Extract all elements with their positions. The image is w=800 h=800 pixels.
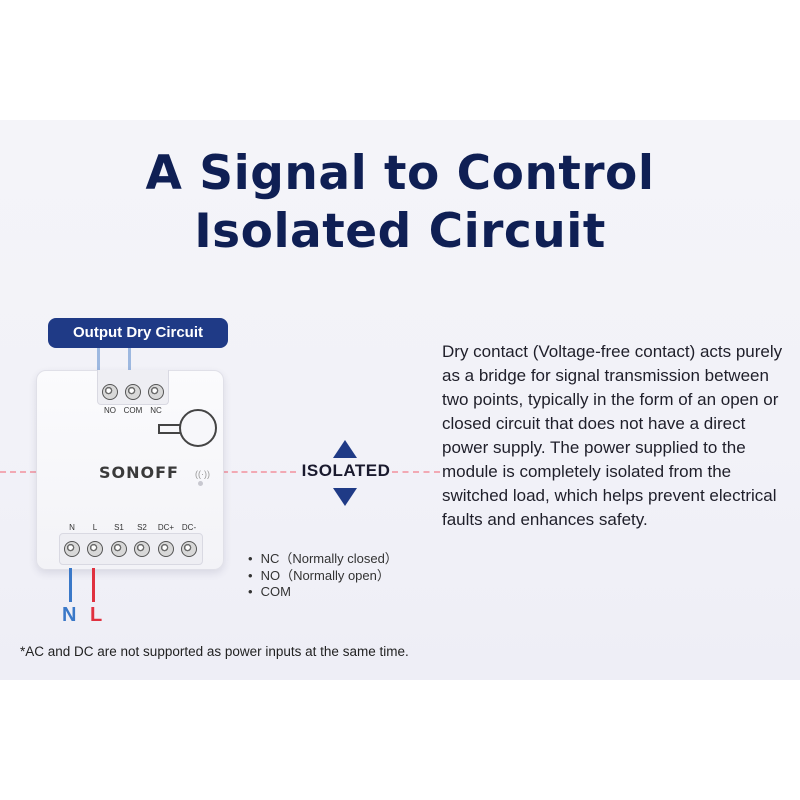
neutral-wire — [69, 568, 72, 602]
terminal-screw-icon — [181, 541, 197, 557]
terminal-screw-icon — [102, 384, 118, 400]
terminal-screw-icon — [134, 541, 150, 557]
brand-logo: SONOFF — [99, 463, 179, 482]
terminal-label-l: L — [92, 523, 98, 532]
terminal-screw-icon — [148, 384, 164, 400]
terminal-screw-icon — [125, 384, 141, 400]
terminal-screw-icon — [87, 541, 103, 557]
terminal-label-dc-minus: DC- — [181, 523, 197, 532]
arrow-up-icon — [333, 440, 357, 458]
arrow-down-icon — [333, 488, 357, 506]
terminal-label-no: NO — [104, 406, 116, 415]
terminal-screw-icon — [111, 541, 127, 557]
terminal-label-dc-plus: DC+ — [157, 523, 175, 532]
wifi-icon: ((·)) — [195, 469, 210, 479]
terminal-label-n: N — [69, 523, 75, 532]
description-text: Dry contact (Voltage-free contact) acts … — [442, 342, 783, 529]
terminal-label-com: COM — [123, 406, 143, 415]
nc-contact-loop-icon — [179, 409, 217, 447]
isolation-dashed-line — [0, 471, 36, 473]
page-title-line-1: A Signal to Control — [145, 146, 655, 201]
legend-item-nc: NC（Normally closed） — [248, 551, 398, 568]
isolated-label: ISOLATED — [301, 461, 391, 480]
terminal-screw-icon — [158, 541, 174, 557]
neutral-label: N — [62, 604, 77, 626]
terminal-label-nc: NC — [150, 406, 162, 415]
legend-item-com: COM — [248, 584, 398, 601]
isolation-dashed-line — [222, 471, 296, 473]
live-label: L — [90, 604, 103, 626]
nc-contact-stem — [158, 424, 183, 434]
legend-item-no: NO（Normally open） — [248, 568, 398, 585]
status-led-icon — [198, 481, 203, 486]
live-wire — [92, 568, 95, 602]
top-terminal-block — [97, 370, 169, 405]
output-wire-no — [97, 348, 100, 372]
footnote: *AC and DC are not supported as power in… — [20, 644, 409, 659]
page-title-line-2: Isolated Circuit — [194, 204, 606, 259]
terminal-label-s2: S2 — [137, 523, 147, 532]
bottom-terminal-block — [59, 533, 203, 565]
terminal-screw-icon — [64, 541, 80, 557]
sonoff-module: NO COM NC SONOFF ((·)) N L S1 S2 DC+ DC- — [36, 370, 224, 570]
terminal-label-s1: S1 — [114, 523, 124, 532]
output-dry-circuit-label: Output Dry Circuit — [48, 318, 228, 348]
terminal-legend: NC（Normally closed） NO（Normally open） CO… — [248, 551, 398, 601]
isolation-dashed-line — [392, 471, 440, 473]
output-wire-com — [128, 348, 131, 372]
